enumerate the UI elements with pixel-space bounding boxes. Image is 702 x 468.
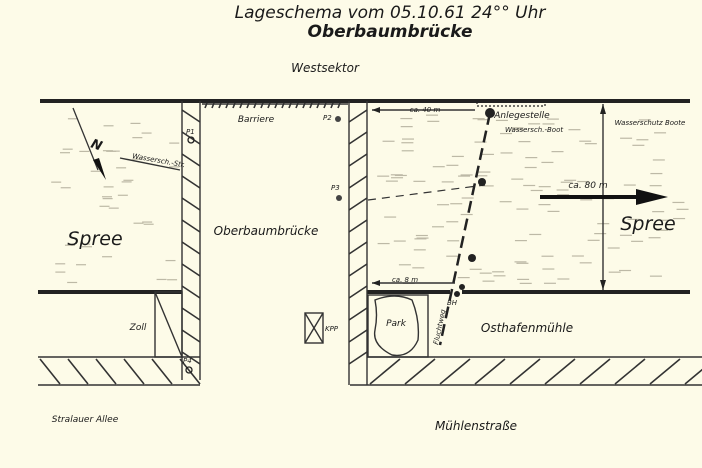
label-spree-right: Spree xyxy=(620,213,675,235)
p4-marker xyxy=(185,366,193,374)
hatch-stroke xyxy=(348,109,368,123)
hatch-stroke xyxy=(348,263,368,277)
p1-marker xyxy=(187,136,195,144)
hatch-stroke xyxy=(509,358,541,385)
label-spree-left: Spree xyxy=(67,228,122,250)
position-dot-4 xyxy=(454,291,460,297)
position-dot-2 xyxy=(468,254,476,262)
hatch-stroke xyxy=(348,197,368,211)
label-barriere: Barriere xyxy=(238,115,275,125)
hatch-stroke xyxy=(684,368,702,385)
label-wasserschutz-boote: Wasserschutz Boote xyxy=(615,119,686,127)
label-bridge: Oberbaumbrücke xyxy=(214,224,319,238)
park-area xyxy=(367,294,429,358)
hatch-stroke xyxy=(348,351,368,365)
escape-route-line xyxy=(438,112,492,346)
hatch-stroke xyxy=(439,358,471,385)
hatch-stroke xyxy=(95,358,117,385)
boat-marker xyxy=(485,108,495,118)
label-dist-width: ca. 80 m xyxy=(568,181,607,191)
hatch-stroke xyxy=(181,307,201,321)
sight-line xyxy=(367,184,486,201)
label-kpp: KPP xyxy=(325,325,339,333)
hatch-stroke xyxy=(181,241,201,255)
wasserschutz-pointer xyxy=(119,157,181,171)
hatch-stroke xyxy=(348,329,368,343)
label-bh: BH xyxy=(447,299,458,307)
label-p1: P1 xyxy=(186,128,195,136)
label-wasserschutz-boot: Wassersch.-Boot xyxy=(505,126,563,134)
label-dist-bottom: ca. 8 m xyxy=(392,276,418,284)
park-outline xyxy=(373,295,420,357)
label-anlegestelle: Anlegestelle xyxy=(493,111,550,121)
label-dist-top: ca. 40 m xyxy=(410,106,441,114)
hatch-stroke xyxy=(614,358,646,385)
hatch-stroke xyxy=(39,358,61,385)
hatch-stroke xyxy=(544,358,576,385)
hatch-stroke xyxy=(181,153,201,167)
hatch-stroke xyxy=(181,351,201,365)
label-osthafenmuehle: Osthafenmühle xyxy=(481,321,573,335)
landing-stage xyxy=(476,99,546,107)
hatch-stroke xyxy=(181,175,201,189)
hatch-stroke xyxy=(649,358,681,385)
arrowhead xyxy=(372,107,380,113)
hatch-stroke xyxy=(348,285,368,299)
label-wasserschutz-left: Wassersch.-Str. xyxy=(132,152,186,169)
zoll-building xyxy=(154,291,183,358)
hatch-stroke xyxy=(181,263,201,277)
hatch-stroke xyxy=(181,197,201,211)
label-stralauer-allee: Stralauer Allee xyxy=(52,415,119,425)
label-p2: P2 xyxy=(323,114,332,122)
kpp-cross-2 xyxy=(304,312,324,344)
hatch-stroke xyxy=(123,358,145,385)
hatch-stroke xyxy=(348,131,368,145)
hatch-stroke xyxy=(179,358,201,385)
hatch-stroke xyxy=(181,131,201,145)
p3-marker xyxy=(336,195,342,201)
hatch-stroke xyxy=(181,329,201,343)
width-arrowhead xyxy=(636,189,668,205)
label-park: Park xyxy=(386,319,407,329)
subtitle: Oberbaumbrücke xyxy=(308,22,473,42)
label-zoll: Zoll xyxy=(129,323,147,333)
hatch-stroke xyxy=(181,219,201,233)
label-westsektor: Westsektor xyxy=(291,61,360,75)
hatch-stroke xyxy=(151,358,173,385)
hatch-stroke xyxy=(181,109,201,123)
hatch-stroke xyxy=(181,285,201,299)
position-dot-3 xyxy=(459,284,465,290)
position-dot-1 xyxy=(478,178,486,186)
hatch-stroke xyxy=(348,153,368,167)
hatch-stroke xyxy=(348,241,368,255)
zoll-cross xyxy=(154,291,183,358)
arrowhead xyxy=(372,280,380,286)
arrowhead xyxy=(600,280,606,290)
hatch-stroke xyxy=(369,358,401,385)
hatch-stroke xyxy=(348,219,368,233)
north-arrow-head xyxy=(93,158,106,180)
label-p3: P3 xyxy=(331,184,340,192)
title: Lageschema vom 05.10.61 24°° Uhr xyxy=(235,3,547,23)
hatch-stroke xyxy=(404,358,436,385)
label-north: N xyxy=(89,137,104,155)
north-arrow-line xyxy=(72,107,99,171)
arrowhead xyxy=(600,104,606,114)
hatching xyxy=(39,102,702,385)
hatch-stroke xyxy=(348,175,368,189)
hatch-stroke xyxy=(67,358,89,385)
water-strokes xyxy=(51,114,689,284)
hatch-stroke xyxy=(579,358,611,385)
hatch-stroke xyxy=(348,307,368,321)
label-muehlenstrasse: Mühlenstraße xyxy=(435,419,517,433)
hatch-stroke xyxy=(474,358,506,385)
label-p4: P4 xyxy=(183,357,192,365)
label-fluchtweg: Fluchtweg xyxy=(432,308,447,345)
kpp-box xyxy=(304,312,324,344)
p2-marker xyxy=(335,116,341,122)
